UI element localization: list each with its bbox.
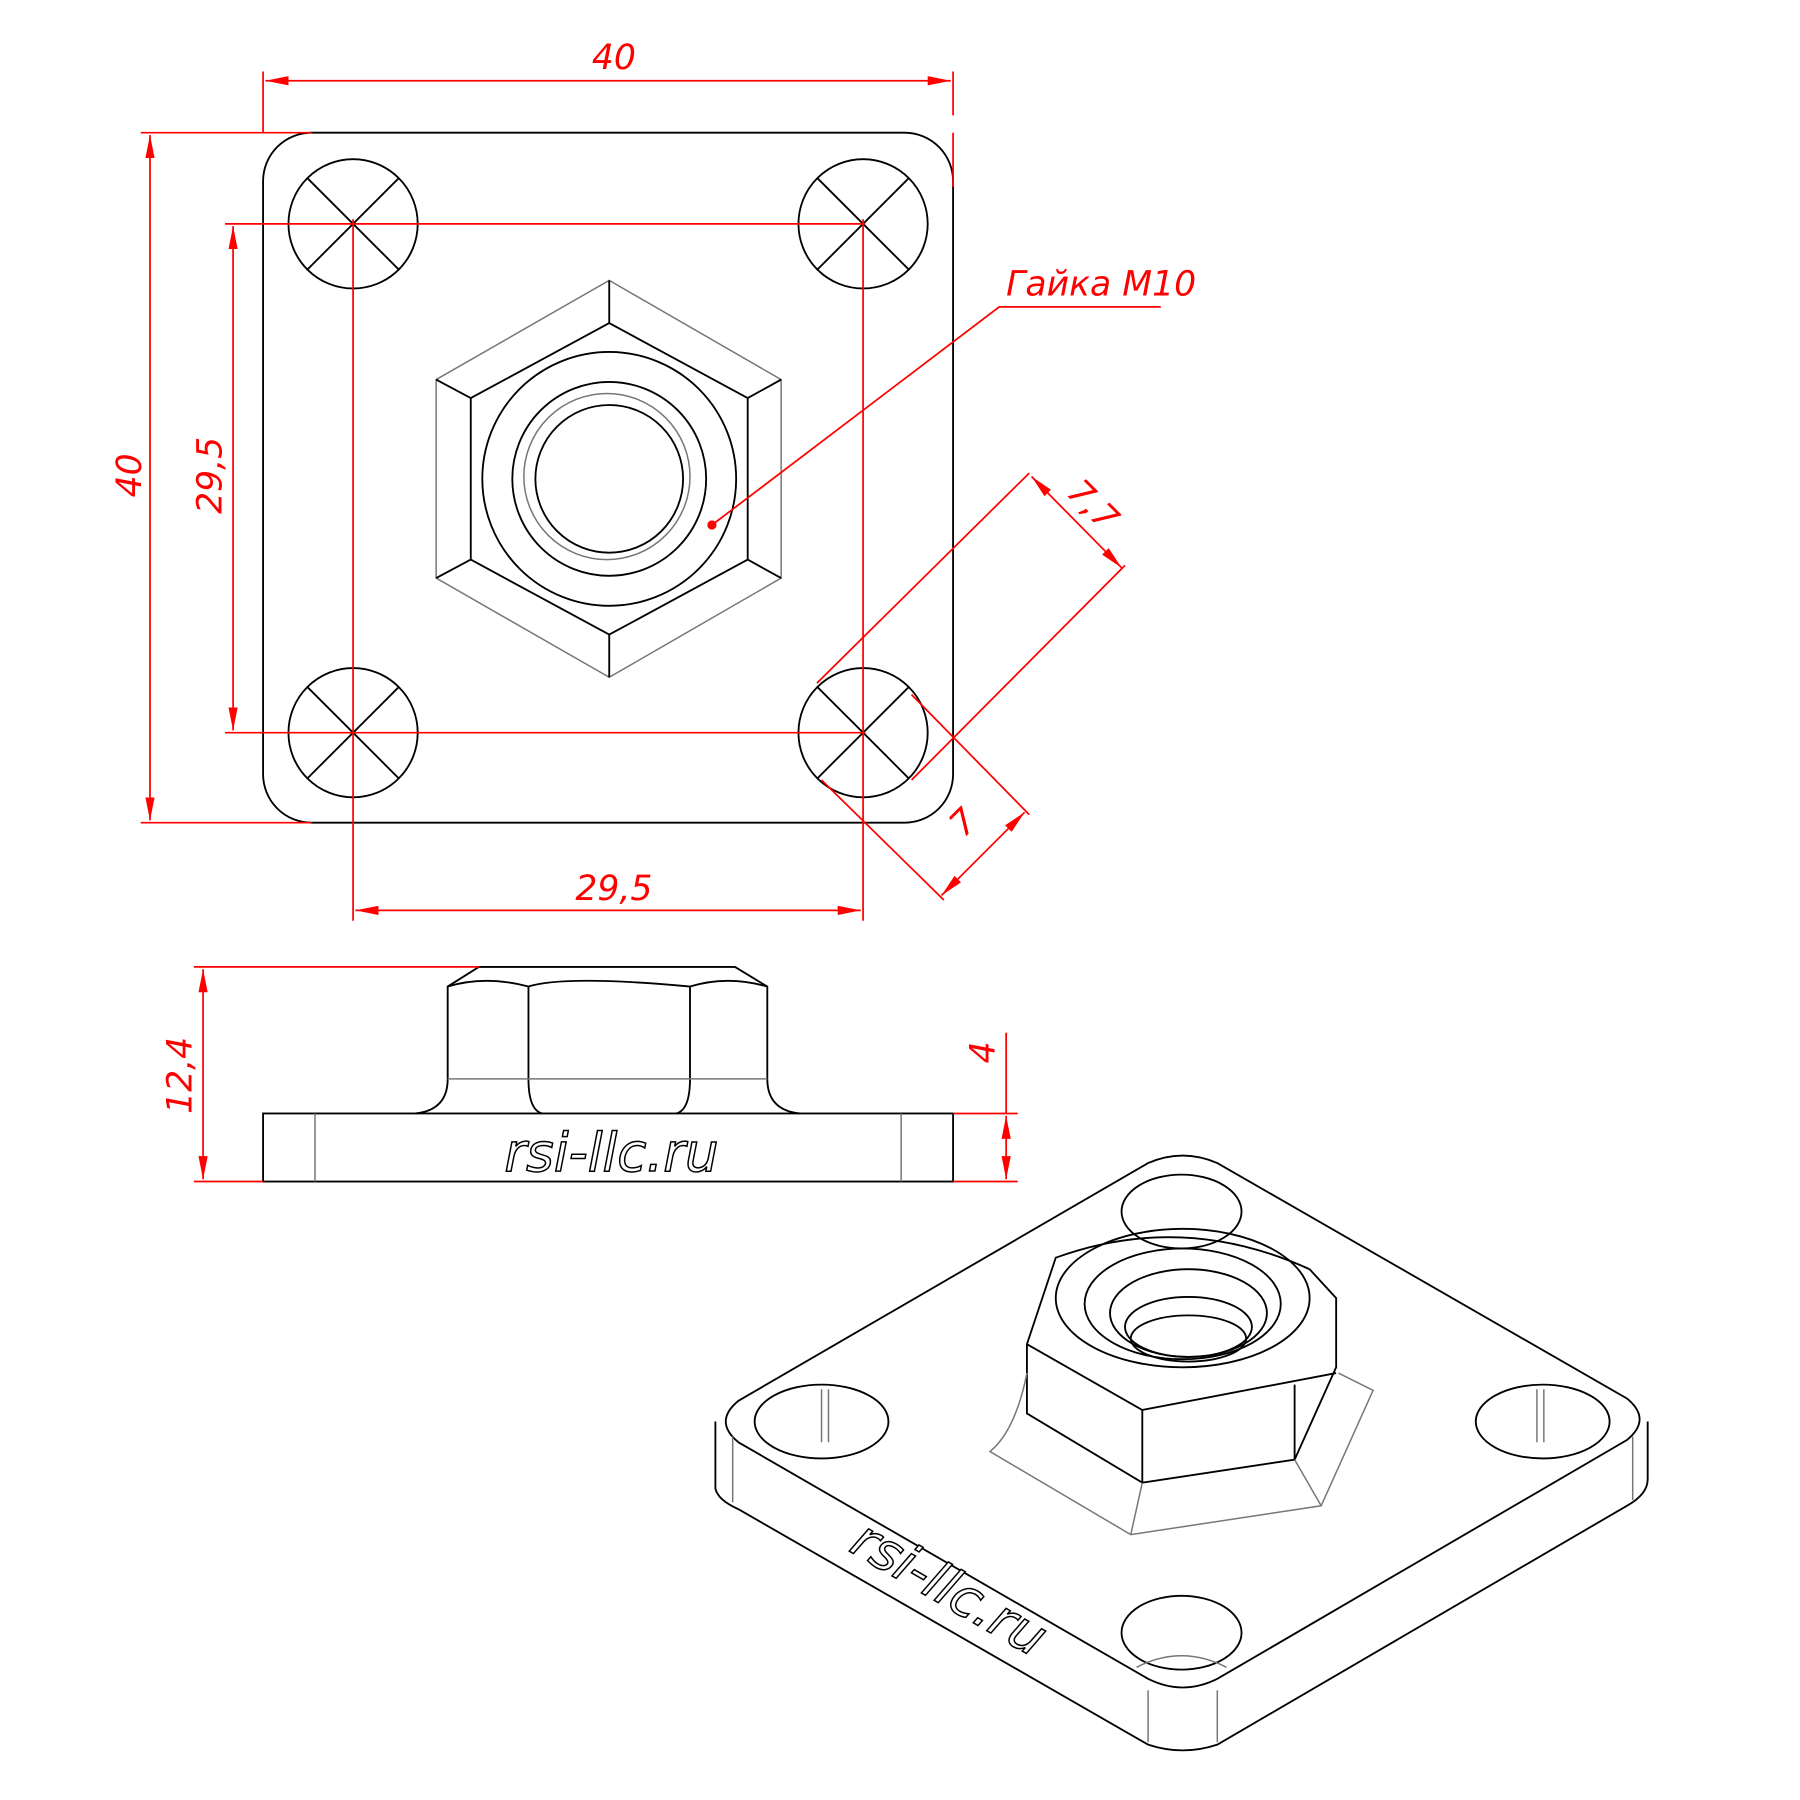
dim-plate-thickness: 4	[964, 1041, 1004, 1063]
side-view: rsi-llc.ru 12,4 4	[161, 966, 1018, 1185]
dim-plate-height: 40	[110, 453, 150, 497]
dim-hole-spacing-vertical: 29,5	[191, 437, 231, 514]
dim-hole-spacing-horizontal: 29,5	[575, 869, 652, 909]
plate-side	[262, 1112, 954, 1183]
mounting-holes	[287, 158, 929, 799]
iso-nut	[988, 1227, 1375, 1536]
side-logo: rsi-llc.ru	[504, 1122, 718, 1184]
iso-logo: rsi-llc.ru	[841, 1508, 1058, 1669]
nut-callout: Гайка М10	[1006, 264, 1196, 304]
dim-edge-offset: 7	[942, 801, 986, 845]
hex-nut-top	[435, 279, 782, 679]
dim-hole-offset: 7,7	[1059, 472, 1126, 539]
dim-total-height: 12,4	[161, 1037, 201, 1114]
plate-outline	[262, 131, 954, 824]
dim-plate-width: 40	[592, 38, 636, 78]
isometric-view: rsi-llc.ru	[714, 1154, 1649, 1752]
top-view: 40 40 29,5 29,5 7,7 7 Гайка М10	[110, 38, 1196, 921]
